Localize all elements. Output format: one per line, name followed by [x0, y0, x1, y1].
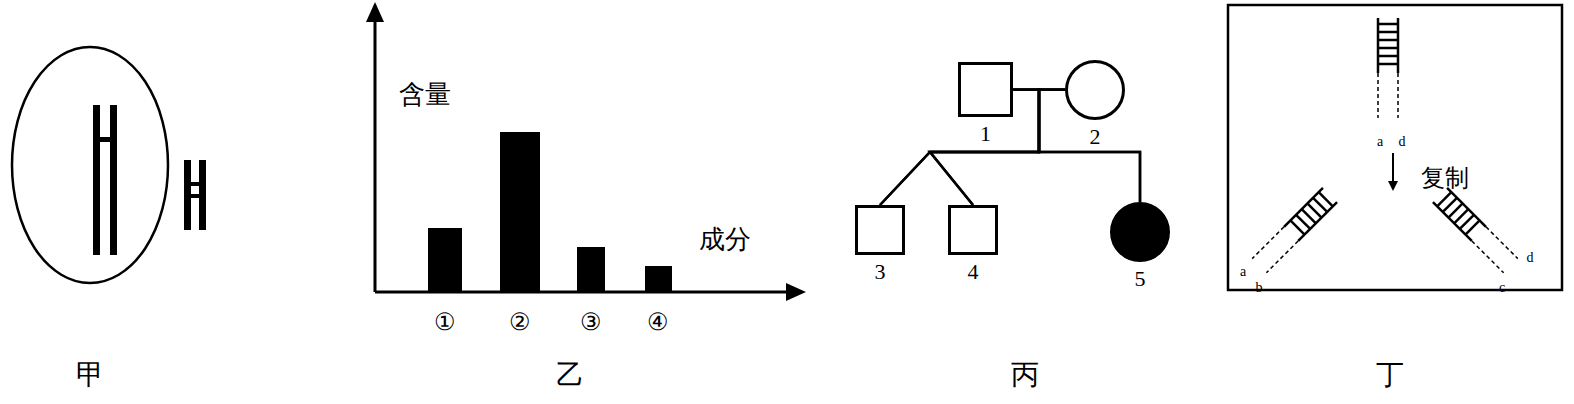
individual-number: 2 [1090, 126, 1101, 148]
individual-number: 4 [968, 261, 979, 283]
male-symbol: 3 [855, 205, 905, 255]
label: 丙 [1011, 361, 1039, 389]
male-symbol: 1 [958, 62, 1013, 117]
label: 含量 [399, 82, 451, 108]
pedigree-shape [958, 62, 1013, 117]
label: ③ [580, 310, 602, 334]
individual-number: 3 [875, 261, 886, 283]
label: a [1377, 135, 1383, 149]
label: b [1256, 281, 1263, 295]
female-symbol: 2 [1065, 60, 1125, 120]
individual-number: 5 [1135, 268, 1146, 290]
female-symbol: 5 [1110, 202, 1170, 262]
label: ④ [647, 310, 669, 334]
pedigree-shape [948, 205, 998, 255]
individual-number: 1 [980, 123, 991, 145]
label: d [1527, 251, 1534, 265]
label: ① [434, 310, 456, 334]
dna-replication [1228, 5, 1562, 290]
label: c [1499, 281, 1505, 295]
label: 甲 [76, 361, 104, 389]
label: 复制 [1421, 166, 1469, 190]
bar-chart [366, 2, 806, 301]
label: 成分 [699, 227, 751, 253]
label: 乙 [556, 361, 584, 389]
label: a [1240, 265, 1246, 279]
male-symbol: 4 [948, 205, 998, 255]
pedigree-shape [1065, 60, 1125, 120]
label: ② [509, 310, 531, 334]
label: 丁 [1376, 361, 1404, 389]
pedigree-shape [855, 205, 905, 255]
label: d [1399, 135, 1406, 149]
cell-figure [12, 47, 206, 283]
pedigree-shape [1110, 202, 1170, 262]
